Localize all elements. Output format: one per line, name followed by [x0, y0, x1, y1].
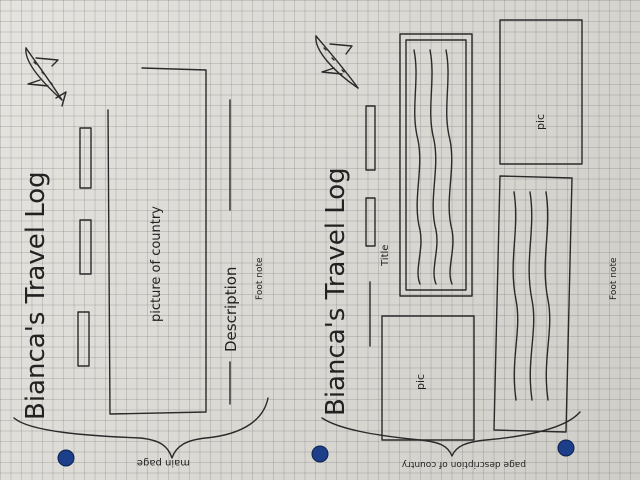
country-pic-box-bottom — [381, 315, 475, 441]
country-logo-title: Bianca's Travel Log — [321, 167, 351, 416]
main-description-label: Description — [222, 267, 240, 352]
country-pic-label-top: pic — [534, 114, 547, 130]
main-page-sketch: Bianca's Travel Log picture of country D… — [13, 47, 269, 468]
country-text-block-top — [399, 33, 473, 297]
country-page-brace — [321, 411, 581, 457]
country-title-label: Title — [380, 245, 391, 267]
main-picture-frame — [107, 67, 207, 415]
country-nav-link-1[interactable] — [365, 105, 376, 171]
main-logo-title: Bianca's Travel Log — [21, 171, 51, 420]
airplane-icon — [25, 47, 67, 107]
main-nav-link-2[interactable] — [79, 219, 92, 275]
country-page-sketch: Bianca's Travel Log Title pic pic Foot n… — [315, 19, 619, 469]
main-page-brace — [13, 397, 269, 459]
country-page-caption: page description of country — [401, 459, 526, 469]
push-pin-icon — [57, 449, 75, 467]
country-nav-link-2[interactable] — [365, 197, 376, 247]
push-pin-icon-3 — [557, 439, 575, 457]
country-pic-box-top — [499, 19, 583, 165]
country-pic-label-bottom: pic — [414, 374, 427, 390]
main-nav-link-1[interactable] — [79, 127, 92, 189]
main-nav-link-3[interactable] — [77, 311, 90, 367]
country-footnote-label: Foot note — [609, 257, 619, 300]
main-footnote-label: Foot note — [255, 257, 265, 300]
country-text-block-bottom — [493, 175, 573, 433]
airplane-icon-2 — [315, 35, 359, 89]
push-pin-icon-2 — [311, 445, 329, 463]
main-page-caption: main page — [137, 457, 190, 468]
main-picture-label: picture of country — [149, 206, 164, 322]
